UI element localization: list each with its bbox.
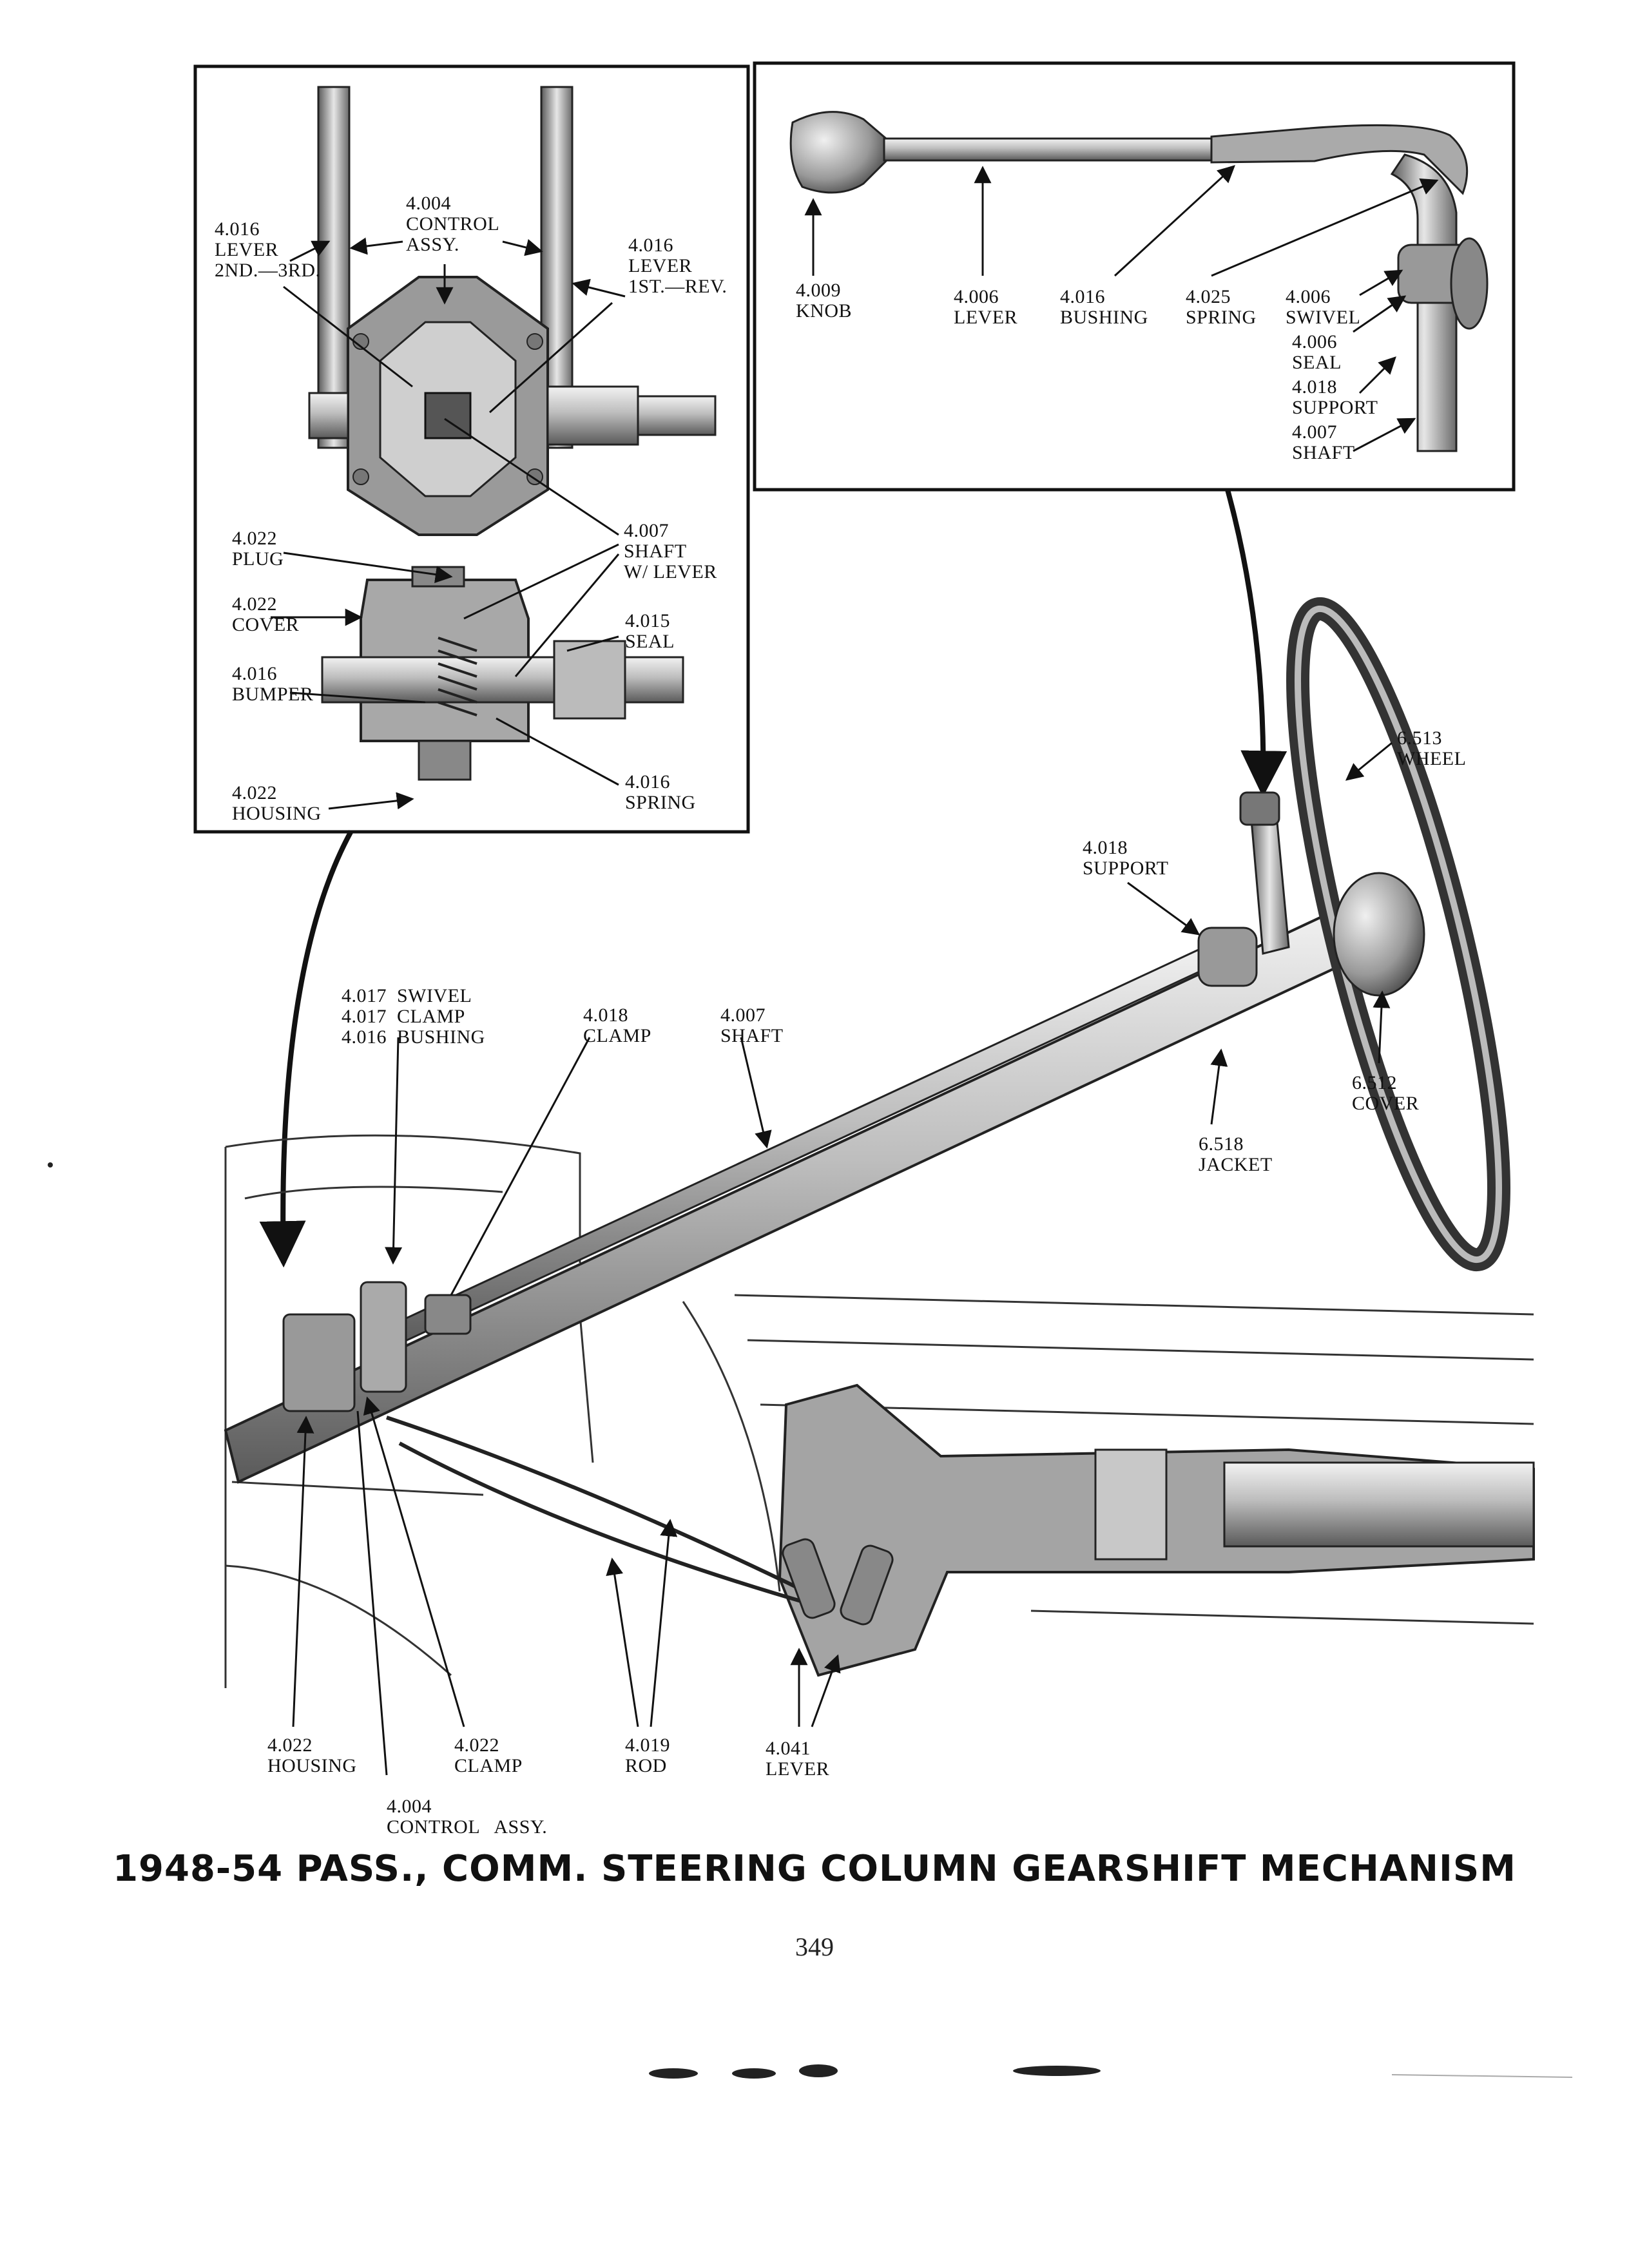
label-bushing-right: 4.016 BUSHING (1060, 286, 1148, 328)
leader-lines (271, 165, 1439, 1776)
label-shaft-right: 4.007 SHAFT (1292, 421, 1355, 463)
label-support-main: 4.018 SUPPORT (1083, 837, 1169, 879)
scan-smudges (649, 2064, 1101, 2079)
main-assembly (224, 597, 1535, 1688)
label-support-right: 4.018 SUPPORT (1292, 376, 1378, 418)
label-seal-right: 4.006 SEAL (1292, 331, 1342, 373)
label-rod: 4.019 ROD (625, 1735, 670, 1776)
label-jacket: 6.518 JACKET (1199, 1133, 1273, 1175)
label-cover-inset: 4.022 COVER (232, 593, 300, 635)
inset-control-assembly (193, 64, 750, 834)
label-knob: 4.009 KNOB (796, 280, 853, 322)
inset-shift-lever (753, 61, 1516, 492)
label-lever-2nd-3rd: 4.016 LEVER 2ND.—3RD. (215, 218, 321, 281)
label-lever-main: 4.041 LEVER (766, 1738, 830, 1780)
label-spring-inset: 4.016 SPRING (625, 771, 696, 813)
label-swivel-right: 4.006 SWIVEL (1286, 286, 1361, 328)
label-control-assy-inset: 4.004 CONTROL ASSY. (406, 193, 500, 255)
label-cover-main: 6.512 COVER (1352, 1072, 1420, 1114)
label-shaft-w-lever: 4.007 SHAFT W/ LEVER (624, 520, 717, 582)
label-lever-1st-rev: 4.016 LEVER 1ST.—REV. (628, 235, 728, 297)
page-title: 1948-54 PASS., COMM. STEERING COLUMN GEA… (113, 1848, 1516, 1890)
label-swivel-clamp-bushing: 4.017 SWIVEL 4.017 CLAMP 4.016 BUSHING (342, 985, 485, 1048)
page-number: 349 (795, 1932, 834, 1961)
label-housing-main: 4.022 HOUSING (267, 1735, 357, 1776)
label-clamp-main-top: 4.018 CLAMP (583, 1004, 651, 1046)
label-clamp-main-bottom: 4.022 CLAMP (454, 1735, 523, 1776)
label-plug: 4.022 PLUG (232, 528, 284, 570)
label-seal-inset: 4.015 SEAL (625, 610, 675, 652)
inset-connector-right (1225, 488, 1287, 798)
inset-connector-left (259, 830, 354, 1268)
label-housing-inset: 4.022 HOUSING (232, 782, 322, 824)
label-lever-right: 4.006 LEVER (954, 286, 1018, 328)
label-wheel: 6.513 WHEEL (1397, 727, 1467, 769)
label-bumper: 4.016 BUMPER (232, 663, 314, 705)
label-spring-right: 4.025 SPRING (1186, 286, 1257, 328)
label-control-assy-main: 4.004 CONTROL ASSY. (387, 1796, 548, 1838)
label-shaft-main: 4.007 SHAFT (720, 1004, 784, 1046)
